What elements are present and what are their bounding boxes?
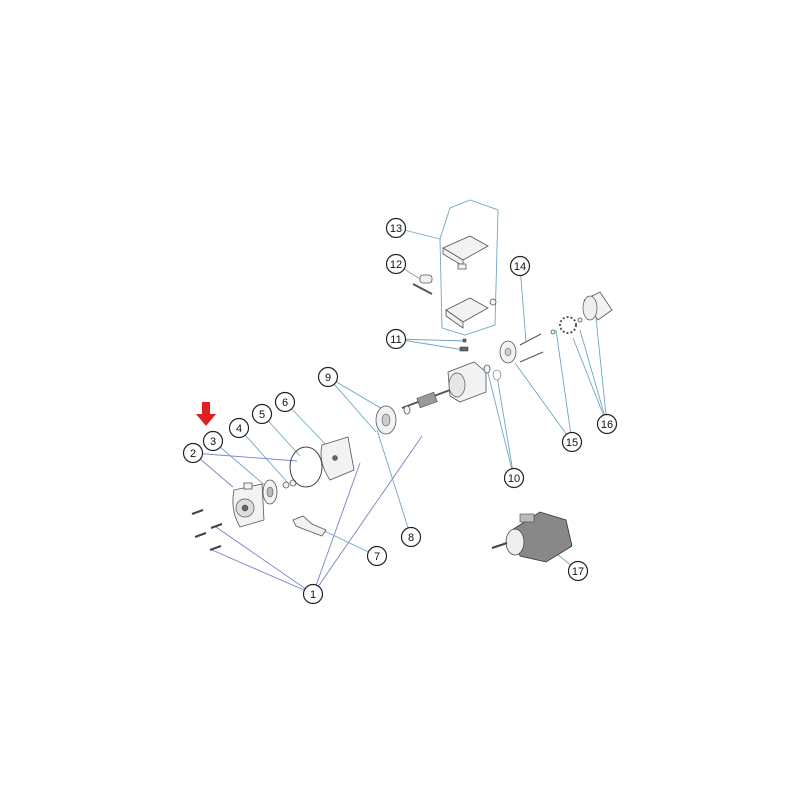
callout-5: 5 <box>251 403 273 425</box>
callout-1: 1 <box>302 583 324 605</box>
parts <box>191 235 613 563</box>
svg-text:7: 7 <box>374 551 380 563</box>
callout-3: 3 <box>202 430 224 452</box>
svg-text:13: 13 <box>390 223 402 235</box>
svg-text:11: 11 <box>390 334 401 346</box>
callout-7: 7 <box>366 545 388 567</box>
pump-housing <box>232 482 265 528</box>
svg-text:10: 10 <box>508 473 520 485</box>
cooling-fan <box>559 316 577 334</box>
callout-15: 15 <box>561 431 583 453</box>
red-arrow-indicator <box>196 402 216 426</box>
callout-4: 4 <box>228 417 250 439</box>
callout-9: 9 <box>317 366 339 388</box>
complete-motor <box>491 511 573 563</box>
svg-text:17: 17 <box>572 566 584 578</box>
callout-12: 12 <box>385 253 407 275</box>
svg-text:6: 6 <box>282 397 288 409</box>
svg-text:4: 4 <box>236 423 242 435</box>
svg-text:9: 9 <box>325 372 331 384</box>
callout-16: 16 <box>596 413 618 435</box>
svg-text:5: 5 <box>259 409 265 421</box>
svg-text:12: 12 <box>390 259 402 271</box>
callout-14: 14 <box>509 255 531 277</box>
o-ring-gasket <box>289 446 323 488</box>
callout-13: 13 <box>385 217 407 239</box>
svg-text:3: 3 <box>210 436 216 448</box>
callout-17: 17 <box>567 560 589 582</box>
svg-text:15: 15 <box>566 437 578 449</box>
bolts <box>191 509 223 551</box>
motor-stator <box>447 361 487 403</box>
svg-text:14: 14 <box>514 261 526 273</box>
pump-foot <box>292 515 327 537</box>
svg-text:2: 2 <box>190 448 196 460</box>
svg-text:8: 8 <box>408 532 414 544</box>
svg-text:16: 16 <box>601 419 613 431</box>
callout-2: 2 <box>182 442 204 464</box>
svg-text:1: 1 <box>310 589 316 601</box>
callouts: 1 2 3 4 5 6 7 8 9 10 11 12 13 14 15 16 1… <box>182 217 618 605</box>
callout-8: 8 <box>400 526 422 548</box>
callout-10: 10 <box>503 467 525 489</box>
callout-11: 11 <box>385 328 407 350</box>
cable-gland <box>412 274 433 295</box>
callout-6: 6 <box>274 391 296 413</box>
terminal-box <box>442 235 497 329</box>
mechanical-seal <box>282 481 290 489</box>
rotor-shaft <box>401 389 451 415</box>
fan-cover <box>582 291 613 321</box>
